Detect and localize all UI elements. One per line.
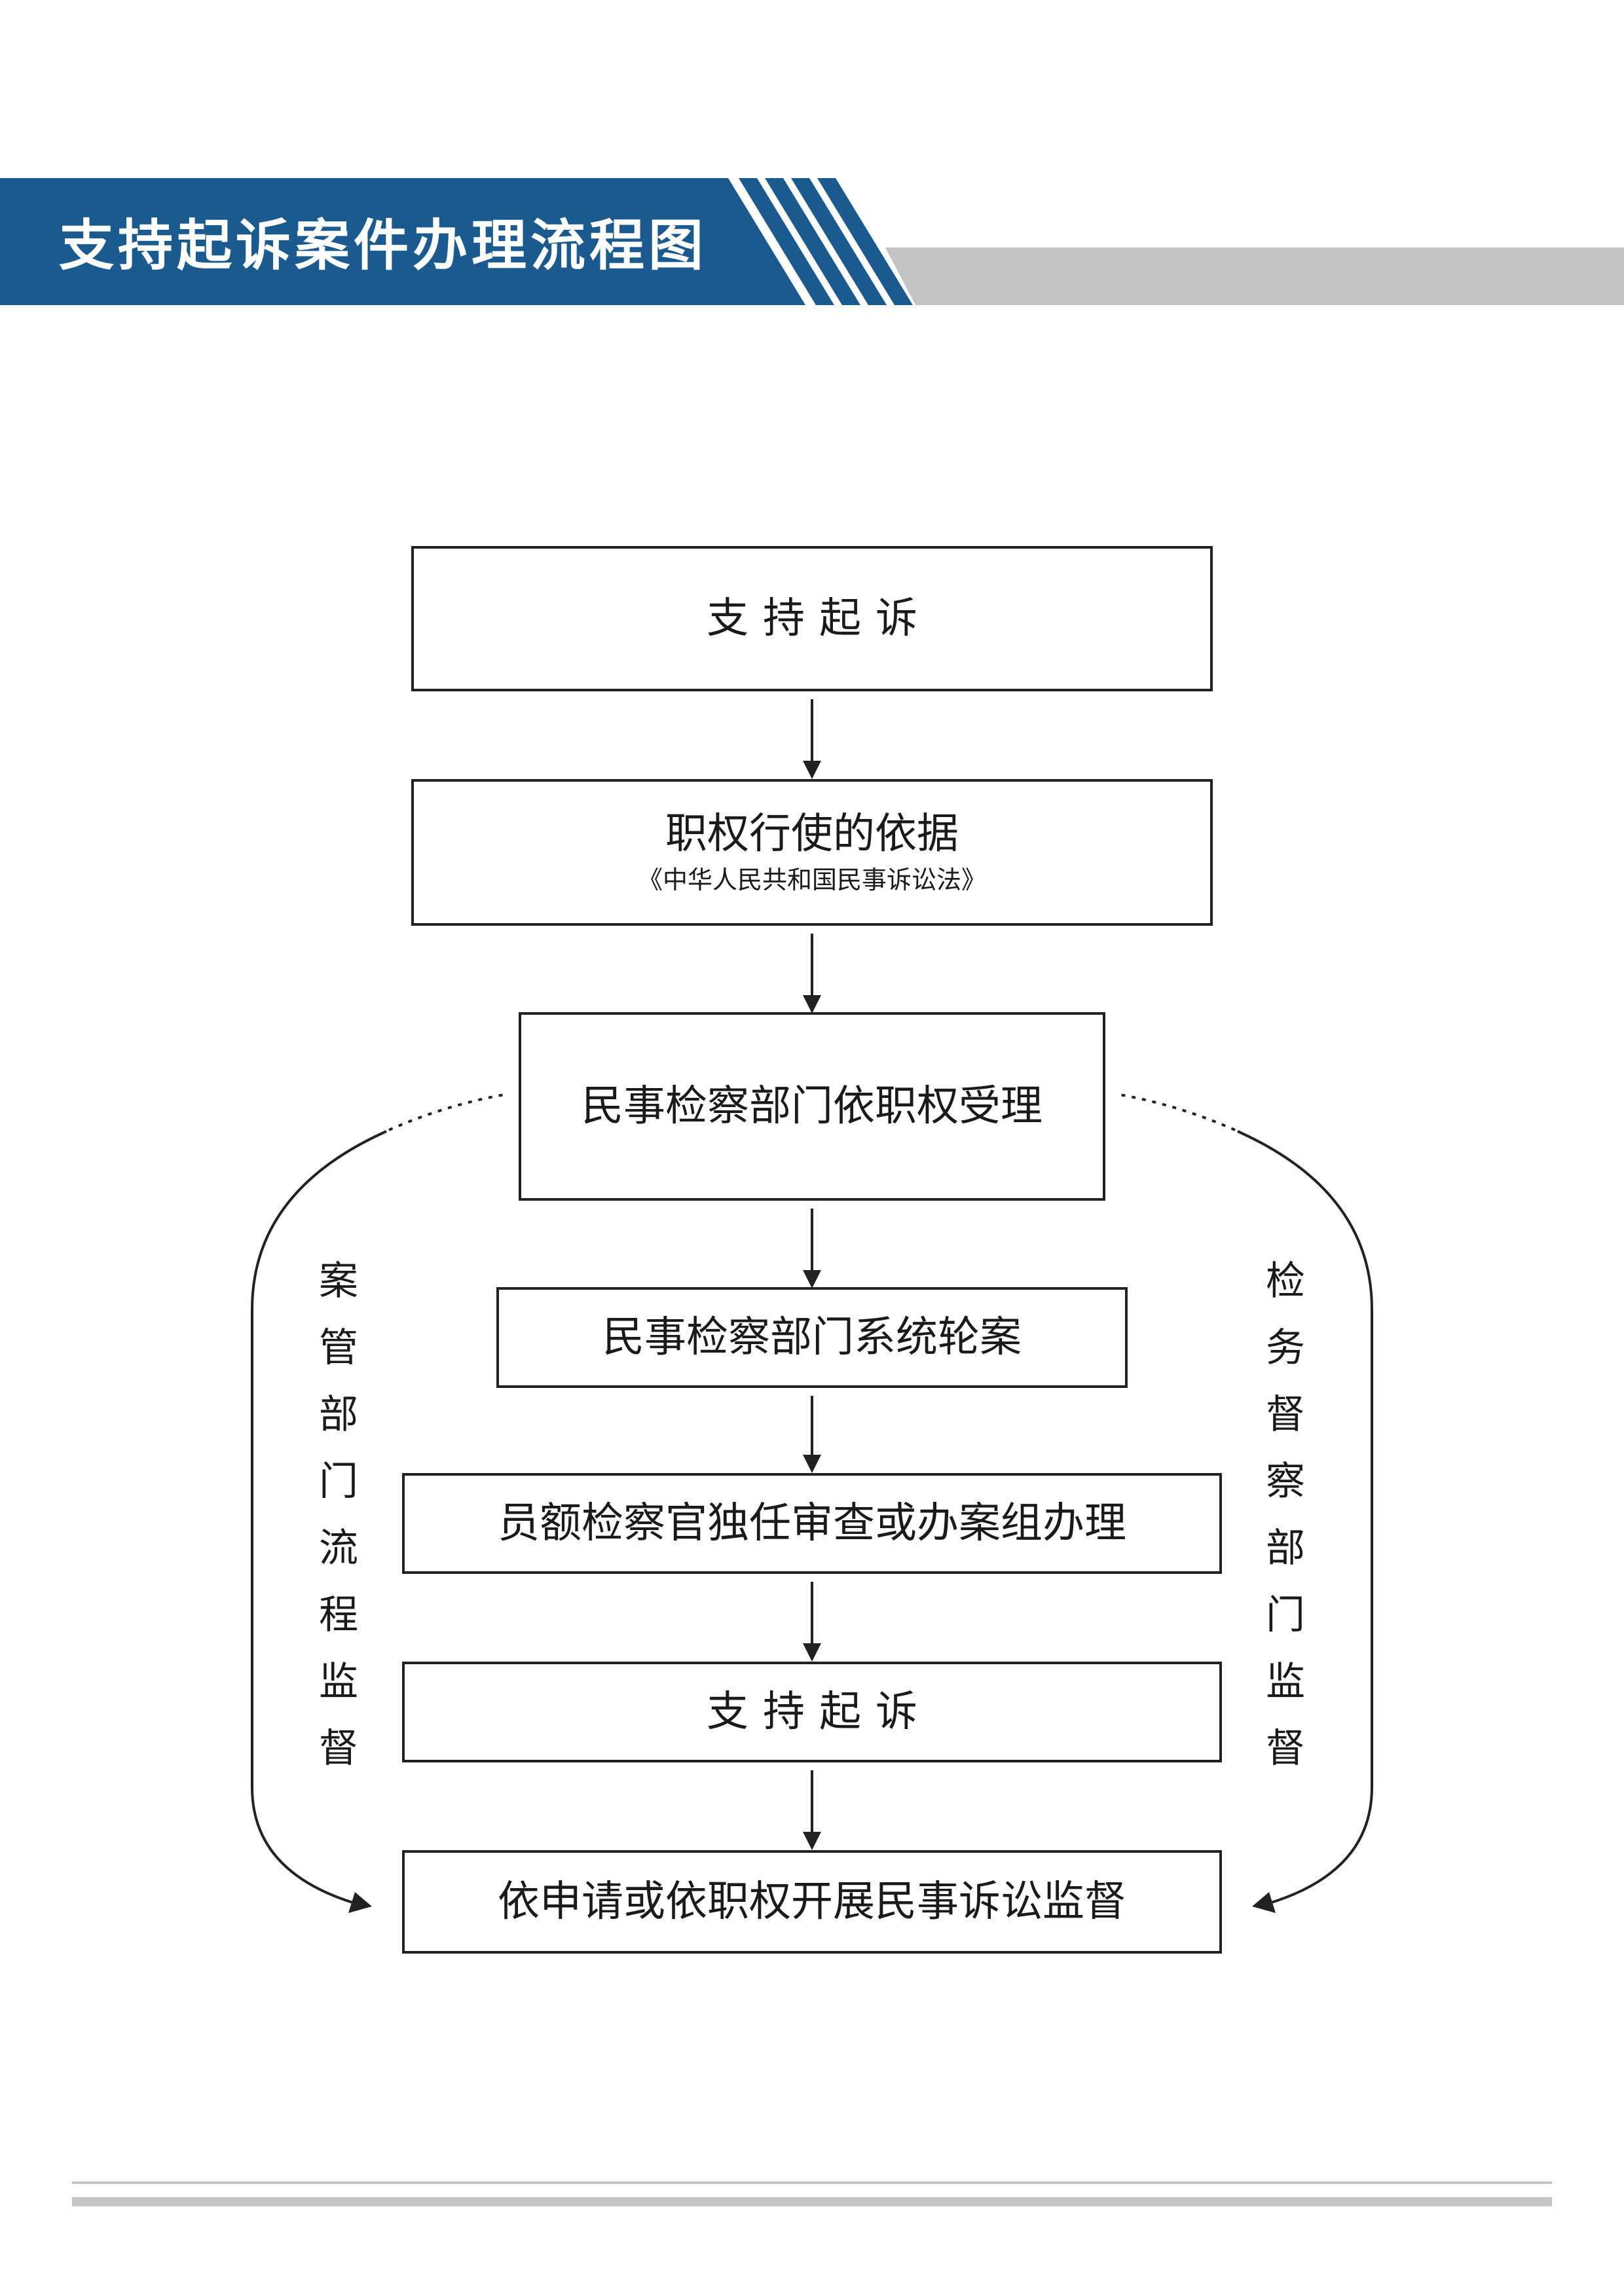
header-stripes xyxy=(739,178,913,305)
right-dotted-arc xyxy=(1119,1093,1236,1131)
node-label: 支持起诉 xyxy=(707,594,932,643)
node-legal-basis: 职权行使的依据 《中华人民共和国民事诉讼法》 xyxy=(411,779,1213,926)
left-supervision-label: 案管部门流程监督 xyxy=(319,1258,358,1772)
header-gray-bar xyxy=(885,247,1624,305)
node-support-prosecution-bottom: 支持起诉 xyxy=(402,1662,1222,1762)
node-label: 民事检察部门依职权受理 xyxy=(581,1082,1043,1131)
page-title: 支持起诉案件办理流程图 xyxy=(59,213,708,278)
footer-thin-line xyxy=(72,2181,1552,2184)
node-sublabel: 《中华人民共和国民事诉讼法》 xyxy=(637,866,986,894)
node-support-prosecution-top: 支持起诉 xyxy=(411,546,1213,691)
arrowhead-n6 xyxy=(803,1643,821,1662)
node-civil-litigation-supervision: 依申请或依职权开展民事诉讼监督 xyxy=(402,1850,1222,1954)
node-label: 支持起诉 xyxy=(707,1688,932,1736)
left-curve-arrowhead xyxy=(348,1892,372,1913)
header-blue-band xyxy=(0,178,805,305)
node-label: 依申请或依职权开展民事诉讼监督 xyxy=(498,1878,1126,1926)
node-label: 民事检察部门系统轮案 xyxy=(602,1313,1022,1362)
arrowhead-n4 xyxy=(803,1270,821,1288)
left-supervision-curve xyxy=(251,1130,387,1905)
left-dotted-arc xyxy=(388,1093,505,1131)
arrowhead-n5 xyxy=(803,1455,821,1473)
arrowhead-n2 xyxy=(803,761,821,779)
header-band xyxy=(0,178,1624,305)
node-label: 员额检察官独任审查或办案组办理 xyxy=(498,1499,1126,1548)
right-curve-arrowhead xyxy=(1252,1892,1276,1913)
node-prosecutor-review: 员额检察官独任审查或办案组办理 xyxy=(402,1473,1222,1574)
arrowhead-n3 xyxy=(803,995,821,1013)
node-accept-by-authority: 民事检察部门依职权受理 xyxy=(519,1012,1105,1201)
footer-thick-line xyxy=(72,2197,1552,2206)
right-supervision-curve xyxy=(1237,1130,1373,1905)
right-supervision-label: 检务督察部门监督 xyxy=(1266,1258,1305,1772)
arrowhead-n7 xyxy=(803,1832,821,1850)
node-case-rotation: 民事检察部门系统轮案 xyxy=(496,1287,1128,1388)
node-label: 职权行使的依据 xyxy=(665,810,959,858)
